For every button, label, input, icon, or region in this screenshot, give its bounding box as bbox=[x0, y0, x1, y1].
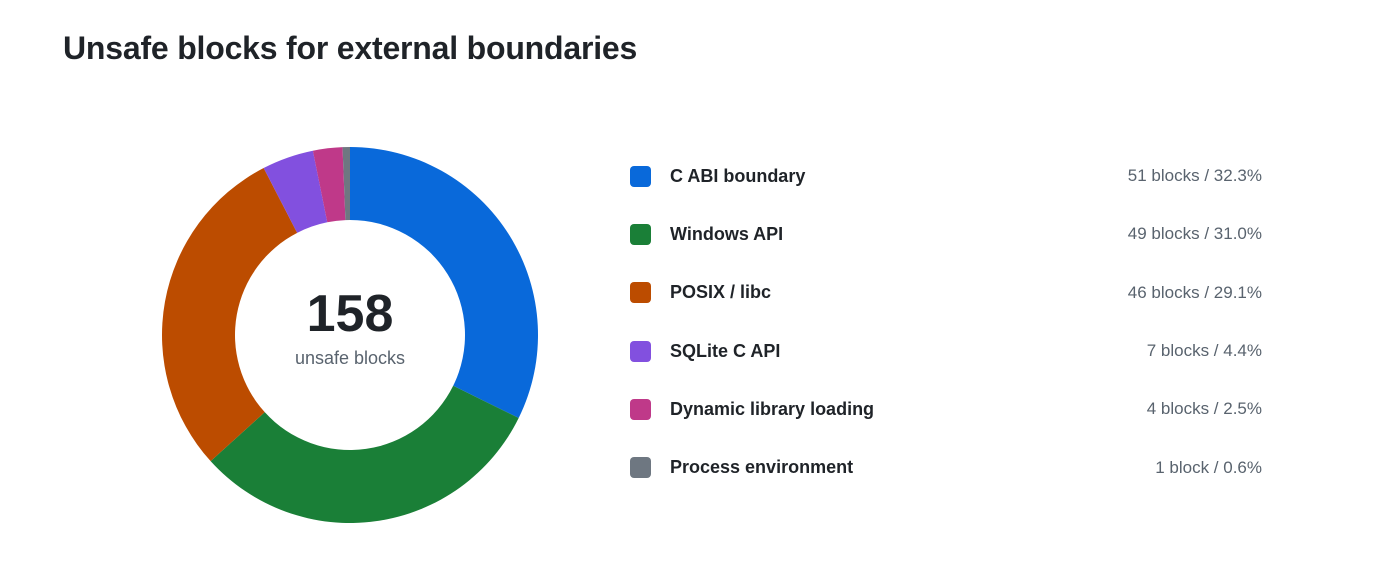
donut-chart bbox=[162, 147, 538, 523]
legend-item-c-abi-boundary: C ABI boundary 51 blocks / 32.3% bbox=[630, 147, 1262, 205]
legend-item-process-environment: Process environment 1 block / 0.6% bbox=[630, 438, 1262, 496]
legend-item-posix-libc: POSIX / libc 46 blocks / 29.1% bbox=[630, 264, 1262, 322]
slice-process-environment bbox=[342, 147, 350, 221]
chart-legend: C ABI boundary 51 blocks / 32.3% Windows A… bbox=[630, 147, 1262, 497]
legend-item-dynamic-library-loading: Dynamic library loading 4 blocks / 2.5% bbox=[630, 380, 1262, 438]
slice-windows-api bbox=[210, 385, 519, 523]
legend-swatch bbox=[630, 282, 651, 304]
chart-title: Unsafe blocks for external boundaries bbox=[63, 30, 638, 66]
legend-value: 4 blocks / 2.5% bbox=[1146, 399, 1262, 419]
legend-label: Dynamic library loading bbox=[670, 398, 875, 419]
legend-swatch bbox=[630, 398, 651, 420]
total-count: 158 bbox=[306, 285, 394, 343]
legend-swatch bbox=[630, 457, 651, 479]
total-caption: unsafe blocks bbox=[294, 348, 406, 368]
legend-value: 46 blocks / 29.1% bbox=[1127, 282, 1262, 302]
legend-item-windows-api: Windows API 49 blocks / 31.0% bbox=[630, 205, 1262, 263]
slice-posix-libc bbox=[162, 168, 298, 462]
legend-label: POSIX / libc bbox=[670, 282, 772, 303]
slice-dynamic-library-loading bbox=[312, 147, 346, 223]
legend-label: Windows API bbox=[670, 223, 784, 244]
slice-c-abi-boundary bbox=[350, 147, 538, 419]
legend-item-sqlite-c-api: SQLite C API 7 blocks / 4.4% bbox=[630, 322, 1262, 380]
legend-value: 49 blocks / 31.0% bbox=[1127, 224, 1262, 244]
legend-value: 1 block / 0.6% bbox=[1155, 457, 1262, 477]
legend-value: 51 blocks / 32.3% bbox=[1127, 166, 1262, 186]
legend-label: SQLite C API bbox=[670, 340, 781, 361]
legend-label: C ABI boundary bbox=[670, 165, 806, 186]
legend-label: Process environment bbox=[670, 457, 854, 478]
legend-value: 7 blocks / 4.4% bbox=[1146, 341, 1262, 361]
slice-sqlite-c-api bbox=[263, 150, 328, 233]
legend-swatch bbox=[630, 223, 651, 245]
legend-swatch bbox=[630, 165, 651, 187]
legend-swatch bbox=[630, 340, 651, 362]
